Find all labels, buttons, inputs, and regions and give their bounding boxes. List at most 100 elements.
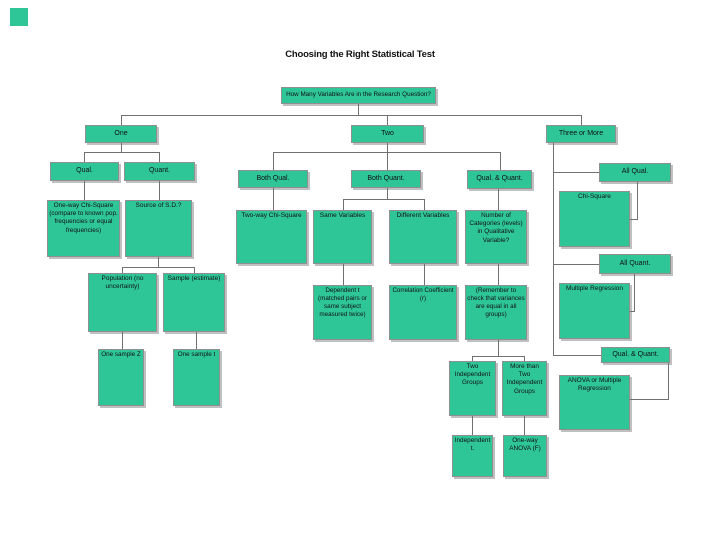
multiple-regression-label: Multiple Regression: [565, 285, 624, 292]
connector-line: [668, 363, 669, 399]
qual-and-quant-box: Qual. & Quant.: [467, 170, 532, 189]
dependent-t-box: Dependent t (matched pairs or same subje…: [313, 285, 372, 340]
connector-line: [424, 199, 425, 210]
one-sample-t-label: One sample t: [177, 351, 216, 358]
more-than-two-independent-groups-box: More than Two Independent Groups: [502, 361, 547, 416]
connector-line: [122, 267, 123, 273]
one-label: One: [114, 129, 128, 137]
anova-or-multiple-regression-label: ANOVA or Multiple Regression: [567, 377, 622, 393]
connector-line: [553, 264, 599, 265]
connector-line: [553, 355, 601, 356]
connector-line: [524, 416, 525, 435]
correlation-coefficient-label: Correlation Coefficient (r): [392, 287, 454, 302]
two-independent-groups-label: Two Independent Groups: [454, 363, 491, 387]
connector-line: [84, 181, 85, 200]
connector-line: [424, 264, 425, 285]
connector-line: [630, 399, 669, 400]
connector-line: [634, 274, 635, 311]
chi-square-box: Chi-Square: [559, 191, 630, 247]
same-variables-box: Same Variables: [313, 210, 372, 264]
connector-line: [84, 152, 85, 162]
connector-line: [121, 115, 122, 125]
connector-line: [159, 152, 160, 162]
number-of-categories-label: Number of Categories (levels) in Qualita…: [469, 212, 523, 244]
both-qual-box: Both Qual.: [238, 170, 308, 188]
source-of-sd-box: Source of S.D.?: [125, 200, 192, 257]
sample-box: Sample (estimate): [163, 273, 225, 332]
connector-line: [498, 264, 499, 285]
source-of-sd-label: Source of S.D.?: [135, 202, 182, 209]
three-or-more-box: Three or More: [546, 125, 616, 143]
connector-line: [630, 219, 638, 220]
connector-line: [273, 188, 274, 210]
connector-line: [159, 181, 160, 200]
two-way-chi-square-box: Two-way Chi-Square: [236, 210, 307, 264]
quant-label: Quant.: [148, 167, 170, 175]
sample-label: Sample (estimate): [167, 275, 221, 282]
multiple-regression-box: Multiple Regression: [559, 283, 630, 339]
more-than-two-independent-groups-label: More than Two Independent Groups: [506, 363, 543, 395]
connector-line: [121, 115, 582, 116]
connector-line: [472, 356, 525, 357]
two-independent-groups-box: Two Independent Groups: [449, 361, 496, 416]
connector-line: [524, 356, 525, 361]
connector-line: [194, 267, 195, 273]
connector-line: [387, 188, 388, 199]
connector-line: [121, 143, 122, 152]
two-label: Two: [381, 129, 394, 137]
anova-or-multiple-regression-box: ANOVA or Multiple Regression: [559, 375, 630, 430]
connector-line: [122, 332, 123, 349]
connector-line: [387, 143, 388, 170]
connector-line: [158, 257, 159, 267]
corner-accent-square: [10, 8, 28, 26]
connector-line: [343, 264, 344, 285]
one-way-anova-box: One-way ANOVA (F): [503, 435, 547, 477]
connector-line: [630, 311, 635, 312]
qual-and-quant-three-box: Qual. & Quant.: [601, 347, 670, 363]
one-sample-z-box: One sample Z: [98, 349, 144, 406]
independent-t-box: Independent t.: [452, 435, 493, 477]
connector-line: [637, 182, 638, 219]
connector-line: [498, 340, 499, 356]
all-qual-box: All Qual.: [599, 163, 671, 182]
connector-line: [84, 152, 160, 153]
population-label: Population (no uncertainty): [101, 275, 144, 291]
connector-line: [553, 143, 554, 356]
all-quant-label: All Quant.: [619, 259, 651, 267]
connector-line: [387, 115, 388, 125]
all-quant-box: All Quant.: [599, 254, 671, 274]
one-box: One: [85, 125, 157, 143]
how-many-variables-label: How Many Variables Are in the Research Q…: [286, 91, 431, 99]
connector-line: [196, 332, 197, 349]
connector-line: [581, 115, 582, 125]
connector-line: [472, 416, 473, 435]
connector-line: [500, 152, 501, 170]
same-variables-label: Same Variables: [319, 212, 366, 219]
all-qual-label: All Qual.: [621, 168, 649, 176]
both-quant-box: Both Quant.: [351, 170, 421, 188]
one-way-chi-square-label: One-way Chi-Square (compare to known pop…: [49, 202, 118, 234]
different-variables-box: Different Variables: [389, 210, 457, 264]
two-box: Two: [351, 125, 424, 143]
connector-line: [343, 199, 425, 200]
connector-line: [273, 152, 274, 170]
three-or-more-label: Three or More: [558, 129, 604, 137]
remember-variances-box: (Remember to check that variances are eq…: [465, 285, 527, 340]
number-of-categories-box: Number of Categories (levels) in Qualita…: [465, 210, 527, 264]
qual-box: Qual.: [50, 162, 119, 181]
both-qual-label: Both Qual.: [256, 174, 290, 182]
connector-line: [498, 189, 499, 210]
one-sample-z-label: One sample Z: [101, 351, 141, 358]
connector-line: [553, 172, 599, 173]
dependent-t-label: Dependent t (matched pairs or same subje…: [318, 287, 367, 319]
connector-line: [343, 199, 344, 210]
population-box: Population (no uncertainty): [88, 273, 157, 332]
quant-box: Quant.: [124, 162, 195, 181]
one-sample-t-box: One sample t: [173, 349, 220, 406]
connector-line: [358, 104, 359, 115]
independent-t-label: Independent t.: [454, 437, 491, 453]
connector-line: [472, 356, 473, 361]
one-way-chi-square-box: One-way Chi-Square (compare to known pop…: [47, 200, 120, 257]
correlation-coefficient-box: Correlation Coefficient (r): [389, 285, 457, 340]
